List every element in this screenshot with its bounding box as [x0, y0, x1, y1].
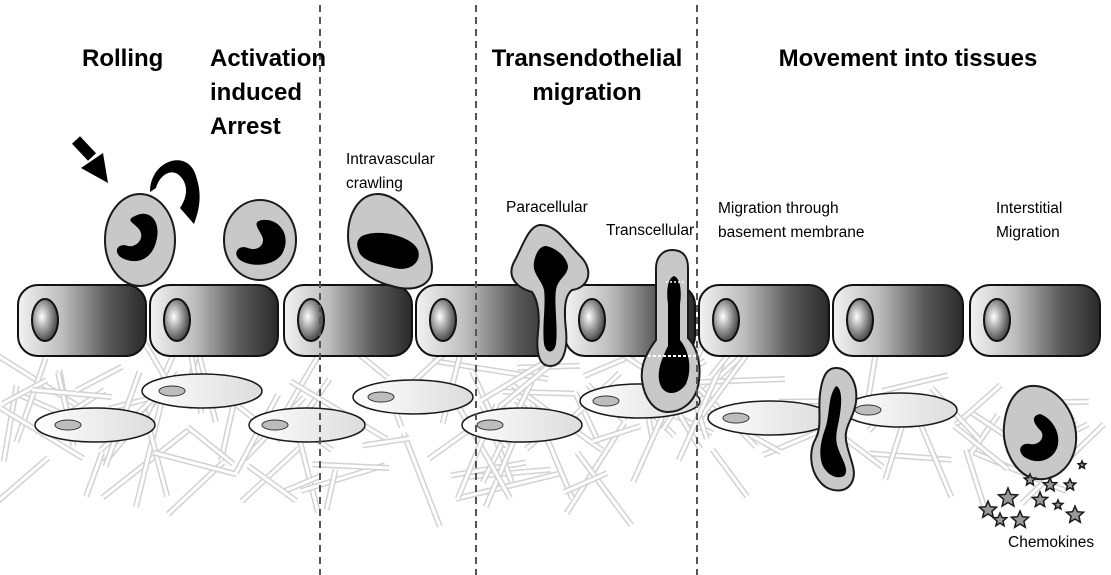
label-intravascular-line1: Intravascular: [346, 151, 435, 168]
chemokine-star-icon: [1011, 511, 1028, 527]
label-transcellular: Transcellular: [606, 222, 694, 239]
heading-activation-line1: Activation: [210, 45, 326, 72]
heading-rolling: Rolling: [82, 45, 163, 72]
endothelial-cell: [18, 285, 146, 356]
chemokine-star-icon: [993, 513, 1006, 526]
basement-membrane-leukocyte: [811, 368, 856, 491]
matrix-fiber: [326, 470, 335, 510]
chemokine-star-icon: [999, 488, 1018, 506]
matrix-fiber: [882, 375, 948, 391]
rolling-leukocyte: [105, 194, 175, 286]
tissue-cell: [708, 401, 832, 435]
heading-transendothelial-line2: migration: [532, 79, 641, 106]
chemokine-star-icon: [1078, 461, 1086, 468]
heading-transendothelial-line1: Transendothelial: [492, 45, 683, 72]
endothelial-cell: [833, 285, 963, 356]
label-basement-line1: Migration through: [718, 200, 839, 217]
matrix-fiber: [76, 367, 122, 391]
arrow-straight-icon: [76, 140, 108, 183]
tissue-cell: [249, 408, 365, 442]
endothelial-cell: [699, 285, 829, 356]
tissue-cell: [142, 374, 262, 408]
matrix-fiber: [0, 458, 48, 517]
endothelial-cell: [150, 285, 278, 356]
label-paracellular: Paracellular: [506, 199, 588, 216]
tissue-cell: [462, 408, 582, 442]
endothelial-cell: [284, 285, 412, 356]
heading-activation-line3: Arrest: [210, 113, 281, 140]
label-interstitial-line2: Migration: [996, 224, 1060, 241]
heading-activation-line2: induced: [210, 79, 302, 106]
label-chemokines: Chemokines: [1008, 534, 1094, 551]
heading-movement: Movement into tissues: [779, 45, 1038, 72]
chemokine-star-icon: [1053, 500, 1063, 509]
label-interstitial-line1: Interstitial: [996, 200, 1062, 217]
label-intravascular-line2: crawling: [346, 175, 403, 192]
matrix-fiber: [404, 433, 440, 527]
arrested-leukocyte: [224, 200, 296, 280]
tissue-cell: [353, 380, 473, 414]
matrix-fiber: [712, 450, 747, 497]
endothelial-cell: [970, 285, 1100, 356]
matrix-fiber: [86, 453, 102, 497]
label-basement-line2: basement membrane: [718, 224, 864, 241]
tissue-cell: [35, 408, 155, 442]
tissue-cell: [843, 393, 957, 427]
chemokine-star-icon: [1066, 506, 1083, 522]
crawling-leukocyte: [348, 194, 432, 289]
